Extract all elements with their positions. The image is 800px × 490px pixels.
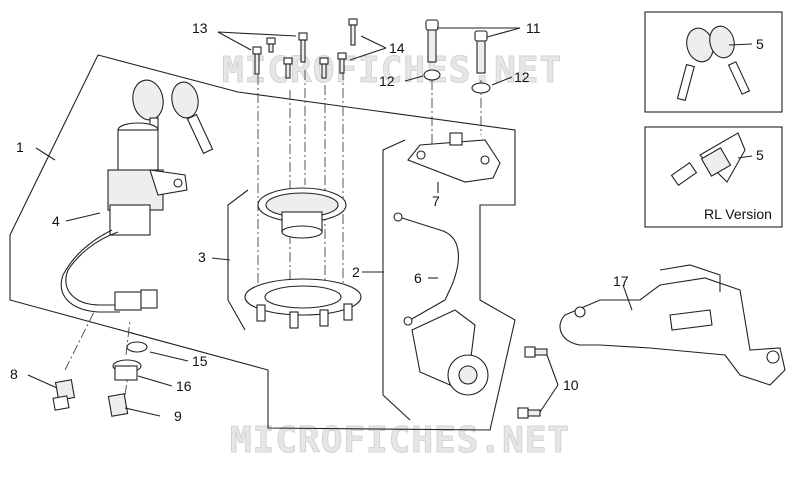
tank-cap-part-3 (244, 187, 362, 329)
callout-8: 8 (10, 366, 18, 382)
callout-15: 15 (192, 353, 208, 369)
callout-9: 9 (174, 408, 182, 424)
lock-body-part-2 (411, 309, 489, 396)
ignition-lock-part-4 (60, 122, 188, 313)
callout-14: 14 (389, 40, 405, 56)
inset-key (644, 11, 783, 113)
callout-7: 7 (432, 193, 440, 209)
group-outline-1 (9, 54, 516, 431)
callout-3: 3 (198, 249, 206, 265)
group-outline-2 (382, 139, 411, 421)
leader-lines (27, 27, 633, 417)
inset-rl-version (644, 126, 783, 228)
watermark-top: MICROFICHES.NET (222, 50, 562, 91)
callout-17: 17 (613, 273, 629, 289)
callout-5-key: 5 (756, 36, 764, 52)
washer-part-12 (423, 69, 491, 94)
callout-12-left: 12 (379, 73, 395, 89)
callout-6: 6 (414, 270, 422, 286)
callout-13: 13 (192, 20, 208, 36)
bolt-part-10 (517, 346, 548, 419)
callout-10: 10 (563, 377, 579, 393)
callout-4: 4 (52, 213, 60, 229)
callout-11: 11 (526, 20, 541, 36)
small-parts-8-9-15-16 (52, 341, 148, 417)
callout-2: 2 (352, 264, 360, 280)
watermark-bottom: MICROFICHES.NET (230, 420, 570, 461)
callouts: 1 2 3 4 5 5 6 7 8 9 10 11 12 12 13 14 15… (10, 20, 772, 424)
bolt-part-11 (425, 19, 488, 74)
callout-5-rl: 5 (756, 147, 764, 163)
bracket-part-7 (407, 132, 501, 183)
callout-16: 16 (176, 378, 192, 394)
callout-1: 1 (16, 139, 24, 155)
cable-part-6 (393, 212, 459, 326)
group-outline-3 (227, 189, 249, 331)
callout-12-right: 12 (514, 69, 530, 85)
rl-version-caption: RL Version (704, 206, 772, 222)
mounting-plate-part-17 (559, 264, 786, 386)
screw-part-13-14 (252, 18, 358, 79)
